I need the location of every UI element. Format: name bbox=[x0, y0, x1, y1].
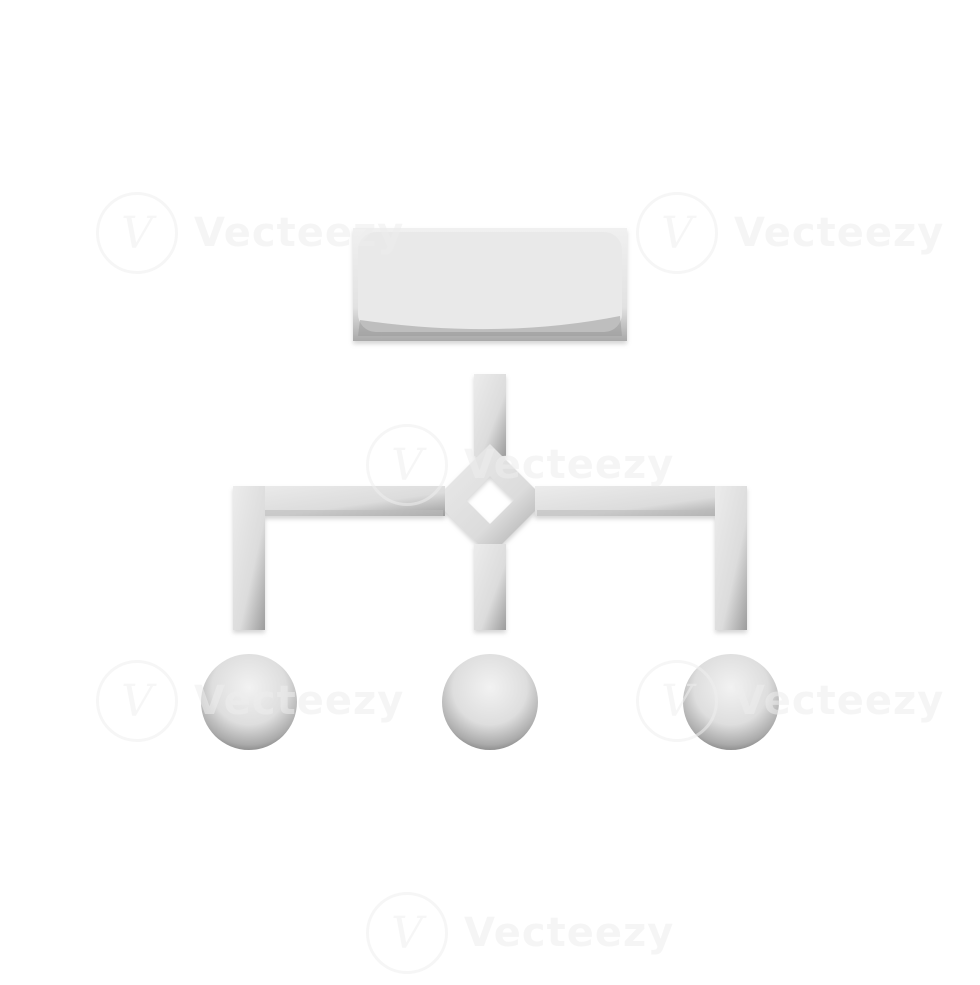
connector-lines bbox=[233, 374, 747, 630]
child-node-left bbox=[201, 654, 297, 750]
diamond-decision-node bbox=[434, 444, 546, 556]
child-node-center bbox=[442, 654, 538, 750]
child-node-right bbox=[683, 654, 779, 750]
top-rectangle-node bbox=[353, 228, 627, 341]
